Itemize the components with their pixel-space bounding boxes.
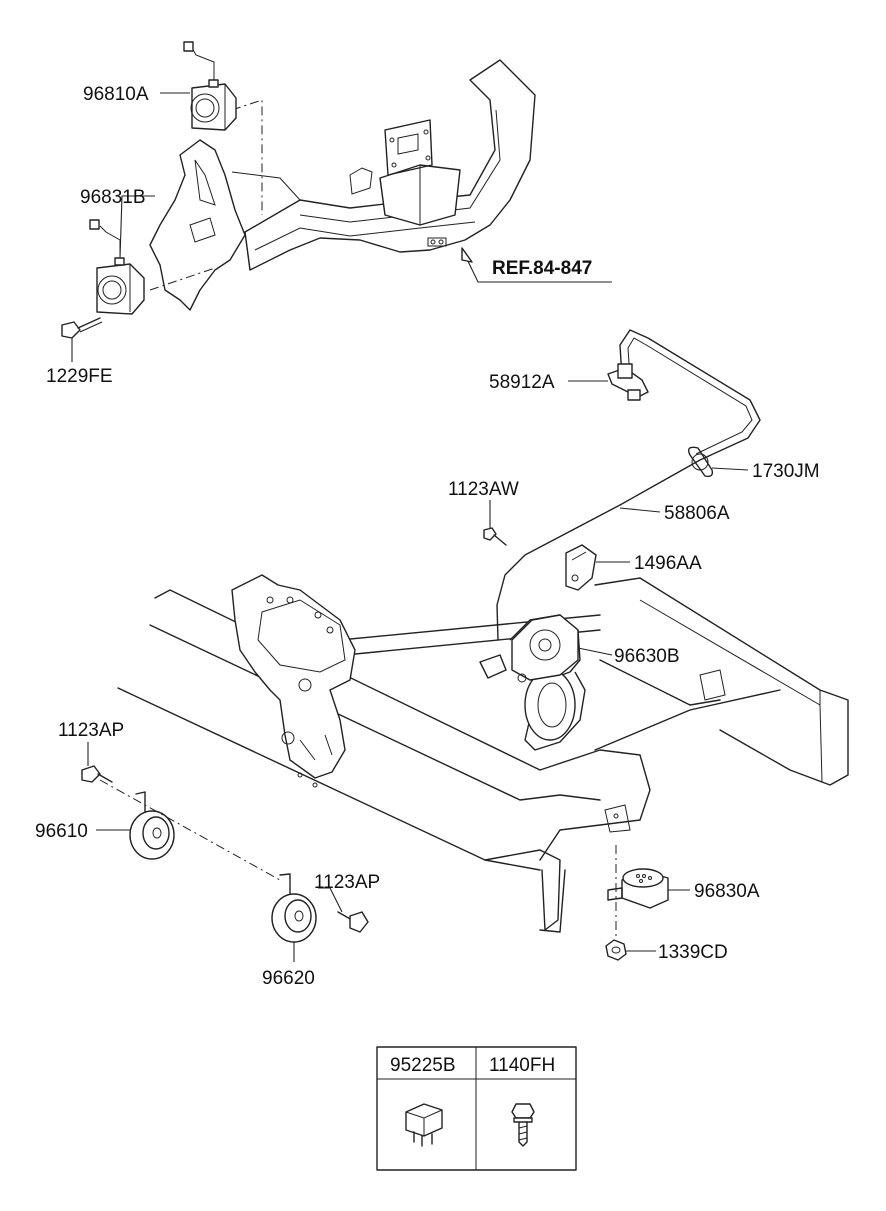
upper-frame-assembly bbox=[149, 59, 612, 311]
leader-lines bbox=[87, 92, 749, 962]
label-1123ap-b: 1123AP bbox=[314, 872, 380, 893]
label-96831b: 96831B bbox=[80, 187, 146, 208]
legend-col2-header: 1140FH bbox=[489, 1055, 555, 1076]
legend-col1-header: 95225B bbox=[390, 1055, 456, 1076]
legend-table: 95225B 1140FH bbox=[376, 1046, 577, 1171]
vacuum-pump-96630b bbox=[479, 614, 586, 751]
horn-assembly-line bbox=[99, 779, 281, 881]
label-96620: 96620 bbox=[262, 968, 315, 989]
label-96630b: 96630B bbox=[614, 646, 680, 667]
label-ref: REF.84-847 bbox=[492, 258, 592, 279]
label-1496aa: 1496AA bbox=[634, 553, 702, 574]
main-frame bbox=[117, 574, 849, 933]
label-96610: 96610 bbox=[35, 821, 88, 842]
bolt-icon bbox=[511, 1103, 535, 1147]
label-1229fe: 1229FE bbox=[46, 366, 113, 387]
label-1123aw: 1123AW bbox=[448, 479, 519, 500]
label-96810a: 96810A bbox=[83, 84, 149, 105]
label-58912a: 58912A bbox=[489, 372, 555, 393]
label-1730jm: 1730JM bbox=[752, 461, 820, 482]
buzzer-96810a bbox=[183, 41, 237, 131]
horn-96610 bbox=[81, 765, 175, 860]
part-labels: 96810A 96831B 1229FE REF.84-847 58912A 1… bbox=[35, 84, 820, 989]
buzzer-96830a bbox=[605, 845, 669, 961]
label-58806a: 58806A bbox=[664, 503, 730, 524]
label-1339cd: 1339CD bbox=[658, 942, 728, 963]
vacuum-hose-assembly bbox=[483, 329, 761, 641]
label-1123ap-a: 1123AP bbox=[58, 720, 124, 741]
buzzer-96831b bbox=[89, 219, 145, 315]
label-96830a: 96830A bbox=[694, 881, 760, 902]
relay-icon bbox=[405, 1103, 443, 1147]
bolt-1229fe bbox=[61, 317, 103, 362]
